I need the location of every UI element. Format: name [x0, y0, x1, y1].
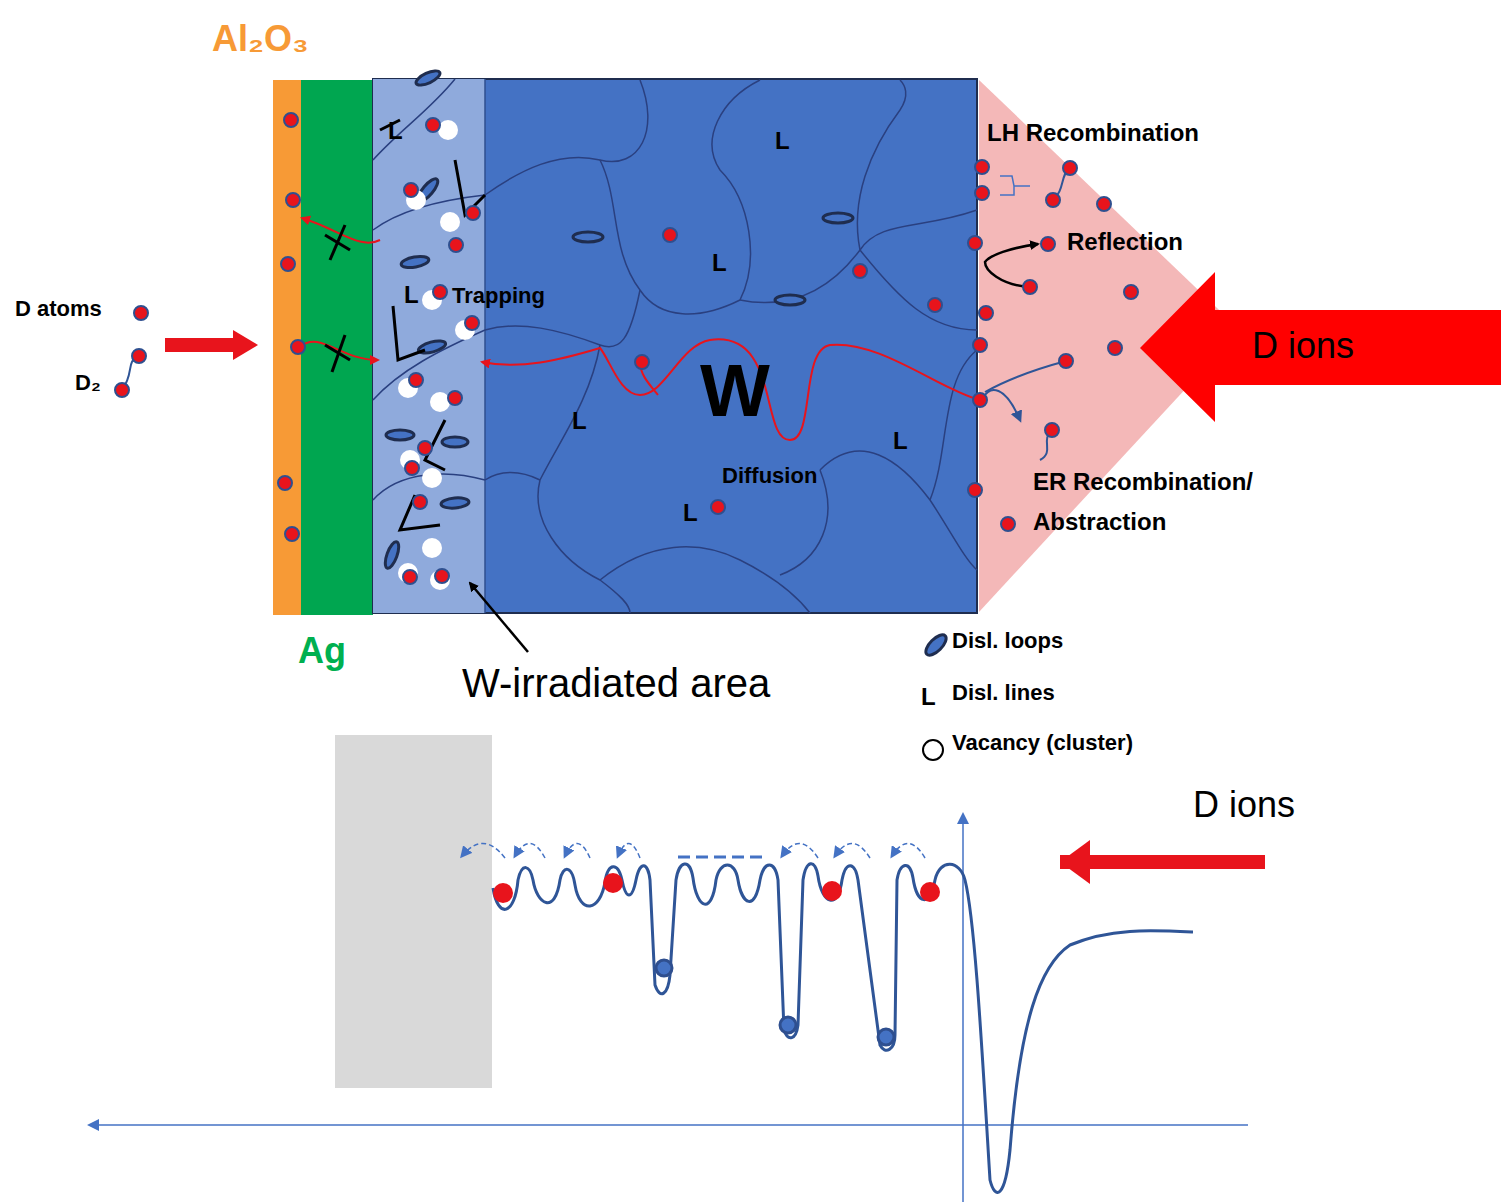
deuterium-dot — [433, 285, 447, 299]
deuterium-dot — [663, 228, 677, 242]
deuterium-dot — [285, 527, 299, 541]
vacancy — [438, 120, 458, 140]
deuterium-dot — [853, 264, 867, 278]
layer-label: Al₂O₃ — [212, 18, 309, 59]
deuterium-dot — [426, 118, 440, 132]
annotation: LH Recombination — [987, 119, 1199, 147]
deuterium-dot — [1059, 354, 1073, 368]
deuterium-dot — [979, 306, 993, 320]
layer-band: Ag — [301, 80, 373, 615]
deuterium-dot — [466, 206, 480, 220]
deuterium-dot — [449, 238, 463, 252]
annotation: D₂ — [75, 370, 101, 395]
annotation: D ions — [1252, 325, 1354, 366]
dislocation-line-mark: L — [775, 127, 790, 155]
deuterium-dot — [278, 476, 292, 490]
hop-arrow — [565, 843, 590, 858]
deuterium-dot — [115, 383, 129, 397]
hop-arrow — [782, 843, 818, 858]
deuterium-dot — [1046, 193, 1060, 207]
deuterium-dot — [711, 500, 725, 514]
deuterium-dot — [973, 393, 987, 407]
deuterium-dot — [448, 391, 462, 405]
deuterium-dot — [635, 355, 649, 369]
deuterium-dot — [413, 495, 427, 509]
deuterium-dot — [286, 193, 300, 207]
deuterium-dot — [132, 349, 146, 363]
vacancy — [430, 570, 450, 590]
hop-arrow — [618, 843, 640, 858]
dislocation-line-mark: L — [404, 281, 419, 309]
deuterium-dot — [928, 298, 942, 312]
deuterium-dot — [418, 441, 432, 455]
vacancy — [398, 563, 418, 583]
deuterium-dot — [1045, 423, 1059, 437]
dislocation-line-mark: L — [683, 499, 698, 527]
deuterium-dot — [968, 483, 982, 497]
hop-arrow — [462, 843, 505, 858]
vacancy — [422, 538, 442, 558]
deuterium-dot — [409, 373, 423, 387]
annotation: Diffusion — [722, 463, 817, 488]
deuterium-dot — [1097, 197, 1111, 211]
deuterium-dot — [403, 570, 417, 584]
dislocation-line-mark: L — [388, 117, 403, 145]
dislocation-line-mark: L — [893, 427, 908, 455]
deuterium-dot — [404, 183, 418, 197]
deuterium-dot — [405, 461, 419, 475]
layer-label: Ag — [298, 630, 346, 671]
deuterium-dot — [1023, 280, 1037, 294]
deuterium-dot — [1041, 237, 1055, 251]
layer-label: W — [700, 348, 770, 433]
annotation: Reflection — [1067, 228, 1183, 256]
deuterium-dot — [1063, 161, 1077, 175]
legend-text: Vacancy (cluster) — [952, 730, 1133, 755]
deuterium-dot — [1001, 517, 1015, 531]
annotation: D atoms — [15, 296, 102, 321]
deuterium-dot — [134, 306, 148, 320]
legend-text: Disl. lines — [952, 680, 1055, 705]
deuterium-dot — [281, 257, 295, 271]
dislocation-line-mark: L — [572, 407, 587, 435]
hop-arrow — [835, 843, 870, 858]
hop-arrow — [892, 843, 925, 858]
dislocation-line-mark: L — [921, 683, 936, 711]
deuterium-dot — [465, 316, 479, 330]
deuterium-dot — [975, 160, 989, 174]
deuterium-dot — [973, 338, 987, 352]
vacancy — [422, 468, 442, 488]
deuterium-dot — [968, 236, 982, 250]
deuterium-dot — [1124, 285, 1138, 299]
deuterium-dot — [975, 186, 989, 200]
annotation: ER Recombination/ Abstraction — [1033, 462, 1308, 542]
deuterium-dot — [284, 113, 298, 127]
vacancy — [430, 392, 450, 412]
annotation: W-irradiated area — [462, 660, 770, 706]
annotation: Trapping — [452, 283, 545, 308]
deuterium-dot — [1108, 341, 1122, 355]
deuterium-dot — [291, 340, 305, 354]
deuterium-dot — [435, 569, 449, 583]
hop-arrow — [515, 843, 545, 858]
vacancy — [440, 212, 460, 232]
legend-text: Disl. loops — [952, 628, 1063, 653]
dislocation-line-mark: L — [712, 249, 727, 277]
annotation: D ions — [1193, 784, 1295, 825]
